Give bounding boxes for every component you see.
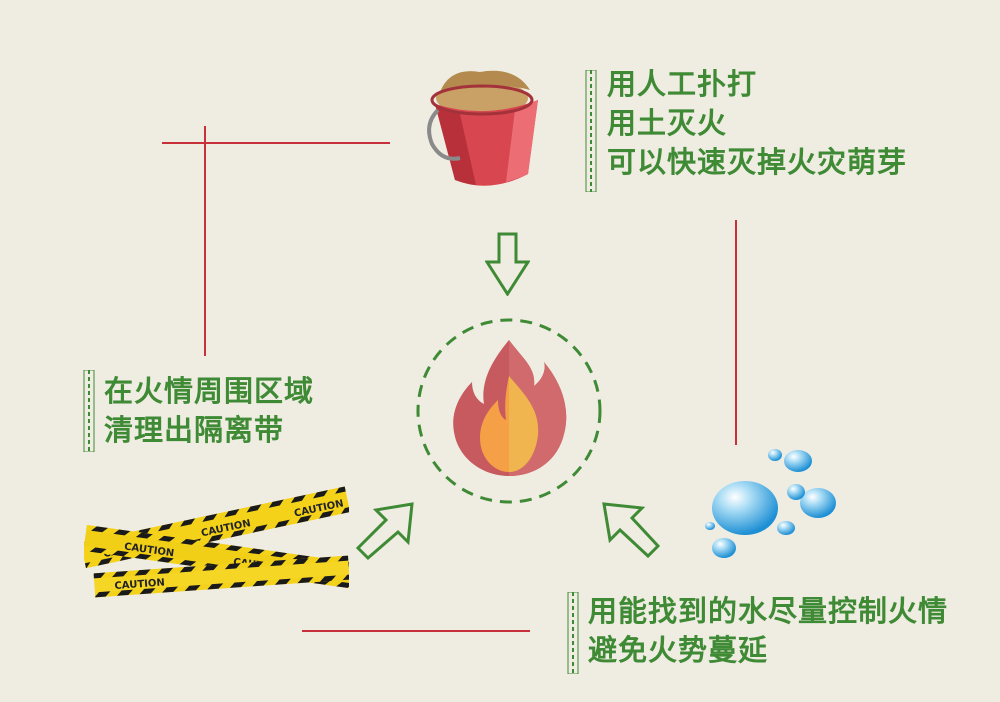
top-text-line-1: 用人工扑打 (607, 67, 758, 101)
left-instruction-text: 在火情周围区域 清理出隔离带 (104, 372, 314, 450)
greek-key-ornament-bottom (567, 592, 579, 674)
bottom-instruction-text: 用能找到的水尽量控制火情 避免火势蔓延 (588, 592, 948, 670)
top-text-line-2: 用土灭火 (607, 106, 728, 140)
connector-line-top-left-horizontal (162, 142, 390, 144)
water-drops-icon (705, 449, 836, 558)
left-text-line-2: 清理出隔离带 (104, 413, 285, 447)
caution-tape-icon: CAUTION CAUTION CAUTION CAUTION CAUTION … (84, 486, 349, 598)
connector-line-right-vertical (735, 220, 737, 445)
bottom-text-line-2: 避免火势蔓延 (588, 633, 769, 667)
connector-line-bottom-horizontal (302, 630, 530, 632)
fire-icon (416, 318, 602, 504)
left-text-line-1: 在火情周围区域 (104, 374, 315, 408)
top-instruction-text: 用人工扑打 用土灭火 可以快速灭掉火灾萌芽 (607, 65, 907, 182)
greek-key-ornament-top (585, 70, 597, 192)
top-text-line-3: 可以快速灭掉火灾萌芽 (607, 145, 908, 179)
arrow-up-right-icon (355, 502, 414, 561)
sand-bucket-icon (427, 70, 538, 186)
caution-label-6: CAUTION (114, 577, 165, 591)
bottom-text-line-1: 用能找到的水尽量控制火情 (588, 594, 949, 628)
arrow-down-icon (485, 232, 530, 296)
greek-key-ornament-left (83, 370, 95, 452)
arrow-up-left-icon (602, 502, 661, 559)
connector-line-left-vertical (204, 126, 206, 356)
